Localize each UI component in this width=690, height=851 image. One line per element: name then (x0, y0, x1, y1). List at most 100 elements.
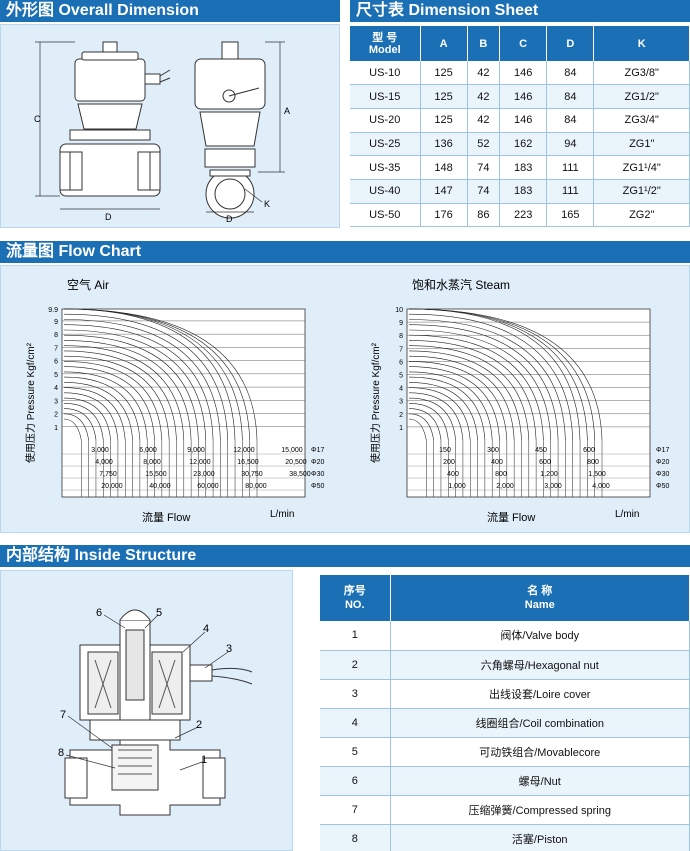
pressure-curve (63, 329, 207, 441)
table-cell: 74 (467, 179, 501, 204)
table-cell: US-10 (350, 61, 421, 86)
y-tick-label: 5 (54, 372, 58, 379)
diameter-label: Φ50 (311, 483, 324, 490)
table-cell: 42 (467, 108, 501, 133)
pressure-curve (408, 324, 559, 441)
flow-value-label: 400 (447, 471, 459, 478)
y-tick-label: 4 (399, 386, 403, 393)
section-title: 流量图 Flow Chart (6, 243, 142, 260)
callout-3: 3 (226, 643, 232, 655)
table-cell: 4 (320, 708, 391, 738)
table-cell: 3 (320, 679, 391, 709)
chart-title: 饱和水蒸汽 Steam (412, 277, 510, 292)
x-axis-label: 流量 Flow (487, 510, 535, 524)
y-tick-label: 6 (54, 359, 58, 366)
table-cell: 6 (320, 766, 391, 796)
diameter-label: Φ20 (656, 459, 669, 466)
table-cell: 111 (546, 179, 595, 204)
table-cell: 176 (420, 203, 468, 228)
flow-value-label: 9,000 (187, 447, 205, 454)
table-cell: 136 (420, 132, 468, 157)
section-header-overall: 外形图 Overall Dimension (0, 0, 340, 22)
table-cell: 52 (467, 132, 501, 157)
pressure-curve (408, 361, 508, 441)
y-tick-label: 8 (399, 333, 403, 340)
pressure-curve (63, 418, 82, 441)
table-cell: US-15 (350, 84, 421, 109)
pressure-curve (63, 397, 111, 441)
pressure-curve (63, 308, 258, 441)
flow-value-label: 4,000 (95, 459, 113, 466)
flow-value-label: 38,500 (289, 471, 311, 478)
pressure-curve (63, 319, 221, 441)
table-cell: US-25 (350, 132, 421, 157)
pressure-curve (408, 418, 427, 441)
flow-value-label: 40,000 (149, 483, 171, 490)
y-tick-label: 2 (399, 412, 403, 419)
flow-value-label: 8,000 (143, 459, 161, 466)
table-cell: 线圈组合/Coil combination (390, 708, 690, 738)
flow-value-label: 16,500 (237, 459, 259, 466)
pressure-curve (408, 340, 537, 441)
y-tick-label: 4 (54, 385, 58, 392)
table-cell: 压缩弹簧/Compressed spring (390, 795, 690, 825)
table-cell: 5 (320, 737, 391, 767)
table-cell: 42 (467, 61, 501, 86)
table-cell: ZG2" (593, 203, 690, 228)
diameter-label: Φ20 (311, 459, 324, 466)
flow-value-label: 4,000 (592, 483, 610, 490)
callout-1: 1 (201, 754, 207, 766)
table-cell: 84 (546, 84, 595, 109)
section-title: 尺寸表 Dimension Sheet (356, 2, 539, 19)
y-tick-label: 7 (399, 346, 403, 353)
header-d: D (546, 26, 595, 61)
pressure-curve (63, 350, 177, 441)
header-cn: 型 号 (372, 31, 398, 44)
table-cell: 125 (420, 61, 468, 86)
y-tick-label: 7 (54, 345, 58, 352)
flow-value-label: 60,000 (197, 483, 219, 490)
pressure-curve (408, 355, 515, 441)
flow-value-label: 15,500 (145, 471, 167, 478)
y-tick-label: 2 (54, 412, 58, 419)
flow-value-label: 7,750 (99, 471, 117, 478)
table-cell: 111 (546, 155, 595, 180)
flow-value-label: 1,500 (588, 471, 606, 478)
pressure-curve (408, 371, 493, 441)
header-en: Name (524, 599, 555, 611)
table-cell: US-20 (350, 108, 421, 133)
y-axis-label: 使用压力 Pressure Kgf/cm² (369, 342, 382, 463)
header-en: Model (368, 43, 401, 56)
table-cell: 84 (546, 61, 595, 86)
table-cell: 活塞/Piston (390, 824, 690, 851)
y-tick-label: 1 (399, 425, 403, 432)
table-cell: 86 (467, 203, 501, 228)
flow-value-label: 2,000 (496, 483, 514, 490)
table-cell: 六角螺母/Hexagonal nut (390, 650, 690, 680)
diameter-label: Φ30 (656, 471, 669, 478)
header-a: A (420, 26, 468, 61)
flow-value-label: 20,000 (101, 483, 123, 490)
table-cell: ZG3/8" (593, 61, 690, 86)
table-cell: 7 (320, 795, 391, 825)
header-b: B (467, 26, 501, 61)
callout-5: 5 (156, 607, 162, 619)
table-cell: 出线设套/Loire cover (390, 679, 690, 709)
chart-frame (61, 308, 306, 498)
flow-value-label: 20,500 (285, 459, 307, 466)
dim-label-c: C (34, 114, 41, 124)
section-title: 内部结构 Inside Structure (6, 547, 197, 564)
table-cell: 183 (499, 179, 548, 204)
table-cell: ZG1/2" (593, 84, 690, 109)
table-cell: 阀体/Valve body (390, 621, 690, 651)
flow-value-label: 1,200 (540, 471, 558, 478)
table-cell: 146 (499, 61, 548, 86)
